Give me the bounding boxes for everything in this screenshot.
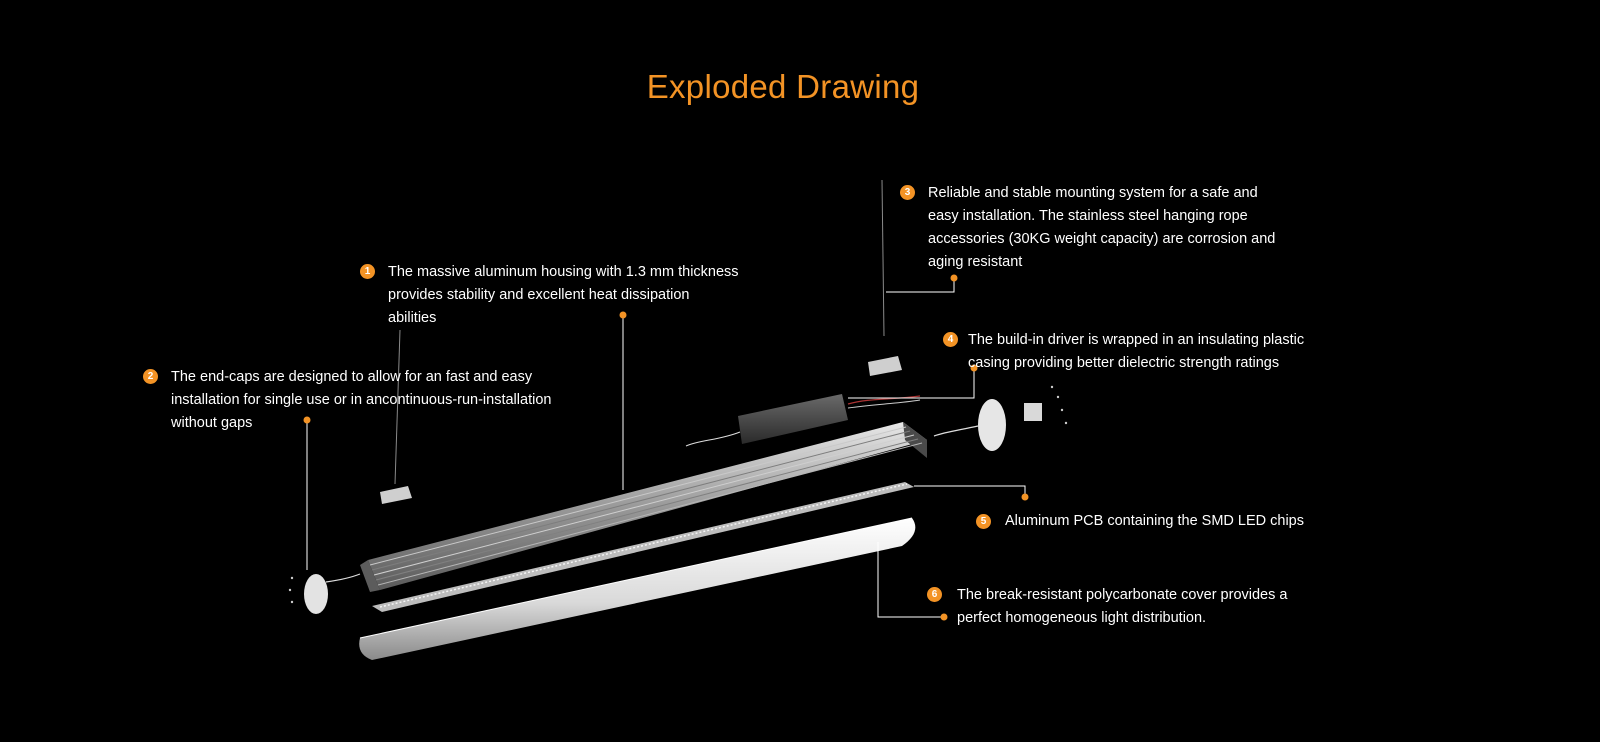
callout-4-badge: 4 [943,332,958,347]
page-title: Exploded Drawing [646,68,920,105]
aluminum-housing [360,422,927,592]
callout-3-badge: 3 [900,185,915,200]
callout-5-badge: 5 [976,514,991,529]
polycarbonate-cover [359,517,916,660]
end-cap-left [288,573,361,614]
callout-cover: The break-resistant polycarbonate cover … [957,584,1287,630]
callout-housing: The massive aluminum housing with 1.3 mm… [388,261,739,330]
driver [685,394,921,447]
callout-housing-text: The massive aluminum housing with 1.3 mm… [388,264,739,326]
callout-cover-text: The break-resistant polycarbonate cover … [957,587,1288,626]
callout-driver: The build-in driver is wrapped in an ins… [968,329,1304,375]
callout-pcb: Aluminum PCB containing the SMD LED chip… [1005,510,1304,533]
leader-lines [306,278,1026,618]
hanging-rope-right [868,179,902,376]
leader-dots [303,274,1029,621]
callout-driver-text: The build-in driver is wrapped in an ins… [968,332,1305,371]
callout-pcb-text: Aluminum PCB containing the SMD LED chip… [1005,513,1304,529]
end-cap-right [933,385,1068,451]
callout-mounting: Reliable and stable mounting system for … [928,182,1275,274]
callout-2-badge: 2 [143,369,158,384]
hanging-rope-left [380,329,412,504]
callout-1-badge: 1 [360,264,375,279]
callout-mounting-text: Reliable and stable mounting system for … [928,185,1276,270]
callout-end-caps: The end-caps are designed to allow for a… [171,366,551,435]
callout-end-caps-text: The end-caps are designed to allow for a… [171,369,552,431]
led-pcb [372,482,914,612]
callout-6-badge: 6 [927,587,942,602]
